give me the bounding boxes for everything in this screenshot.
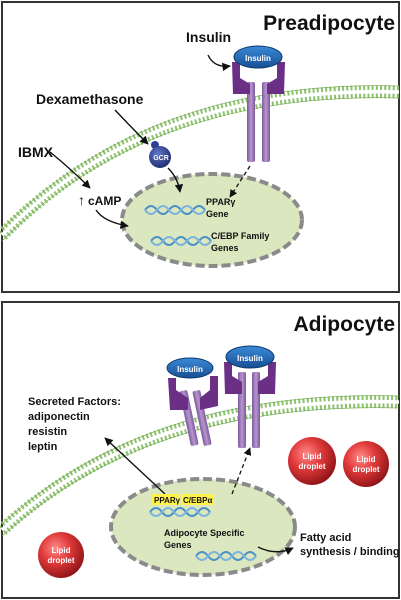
secreted-item: leptin <box>28 441 58 453</box>
dna-helix-regulators <box>149 507 211 517</box>
dna-helix-adipocyte-genes <box>195 551 257 561</box>
insulin-receptor-1: Insulin <box>166 357 218 446</box>
secretion-arrow <box>104 437 166 495</box>
insulin-receptor: Insulin <box>232 45 285 162</box>
cebp-genes-label-2: Genes <box>211 243 239 253</box>
camp-label: cAMP <box>88 194 121 208</box>
insulin-molecule <box>166 357 214 379</box>
secreted-item: adiponectin <box>28 411 90 423</box>
cell-membrane <box>0 85 400 242</box>
lipid-droplet: Lipid droplet <box>38 532 84 578</box>
pparg-gene-label: PPARγ <box>206 197 235 207</box>
secreted-item: resistin <box>28 426 67 438</box>
ibmx-arrow <box>49 151 91 189</box>
lipid-droplet-label: Lipid <box>51 546 70 555</box>
camp-arrow <box>95 209 129 229</box>
pparg-tag-label: PPARγ <box>154 496 181 505</box>
receptor-insulin-label: Insulin <box>177 365 203 374</box>
lipid-droplet-label-2: droplet <box>47 556 74 565</box>
receptor-insulin-label: Insulin <box>237 354 263 363</box>
dexamethasone-arrow <box>114 109 149 145</box>
lipid-droplet-label: Lipid <box>356 455 375 464</box>
lipid-droplet-label: Lipid <box>302 452 321 461</box>
gcr-label: GCR <box>153 155 169 162</box>
panel-adipocyte: Adipocyte Insulin Insulin Secreted Facto… <box>0 301 400 599</box>
dna-helix-pparg <box>144 205 206 215</box>
gcr-receptor: GCR <box>149 141 171 168</box>
dna-helix-cebp <box>150 236 212 246</box>
panel-title: Adipocyte <box>293 313 395 336</box>
cebp-genes-label: C/EBP Family <box>211 231 269 241</box>
pparg-gene-label-2: Gene <box>206 209 229 219</box>
insulin-molecule <box>225 345 275 369</box>
cebpa-tag-label: C/EBPα <box>183 496 212 505</box>
cell-membrane <box>0 395 400 537</box>
cebpa-tag <box>181 494 214 505</box>
gcr-to-gene-arrow <box>167 167 184 193</box>
fatty-acid-arrow <box>257 546 294 556</box>
pparg-tag <box>152 494 180 505</box>
adipocyte-genes-label: Adipocyte Specific <box>164 528 245 538</box>
insulin-molecule <box>233 45 283 69</box>
lipid-droplet-label-2: droplet <box>298 462 325 471</box>
insulin-arrow <box>207 54 231 72</box>
fatty-acid-label-2: synthesis / binding <box>300 546 400 558</box>
dexamethasone-label: Dexamethasone <box>36 91 144 107</box>
lipid-droplet: Lipid droplet <box>343 441 389 487</box>
nucleus <box>120 172 304 268</box>
insulin-receptor-2: Insulin <box>224 345 276 448</box>
panel-title: Preadipocyte <box>263 12 395 35</box>
lipid-droplet-label-2: droplet <box>352 465 379 474</box>
lipid-droplet: Lipid droplet <box>288 437 336 485</box>
receptor-insulin-label: Insulin <box>245 54 271 63</box>
secreted-factors-title: Secreted Factors: <box>28 396 121 408</box>
insulin-label: Insulin <box>186 29 231 45</box>
camp-up-arrow: ↑ <box>78 192 85 208</box>
fatty-acid-label: Fatty acid <box>300 532 351 544</box>
panel-preadipocyte: Preadipocyte Insulin Insulin Dexamethaso… <box>0 1 400 293</box>
adipocyte-genes-label-2: Genes <box>164 540 192 550</box>
ibmx-label: IBMX <box>18 144 54 160</box>
receptor-expression-arrow <box>231 447 252 495</box>
receptor-to-gene-arrow <box>229 165 251 198</box>
